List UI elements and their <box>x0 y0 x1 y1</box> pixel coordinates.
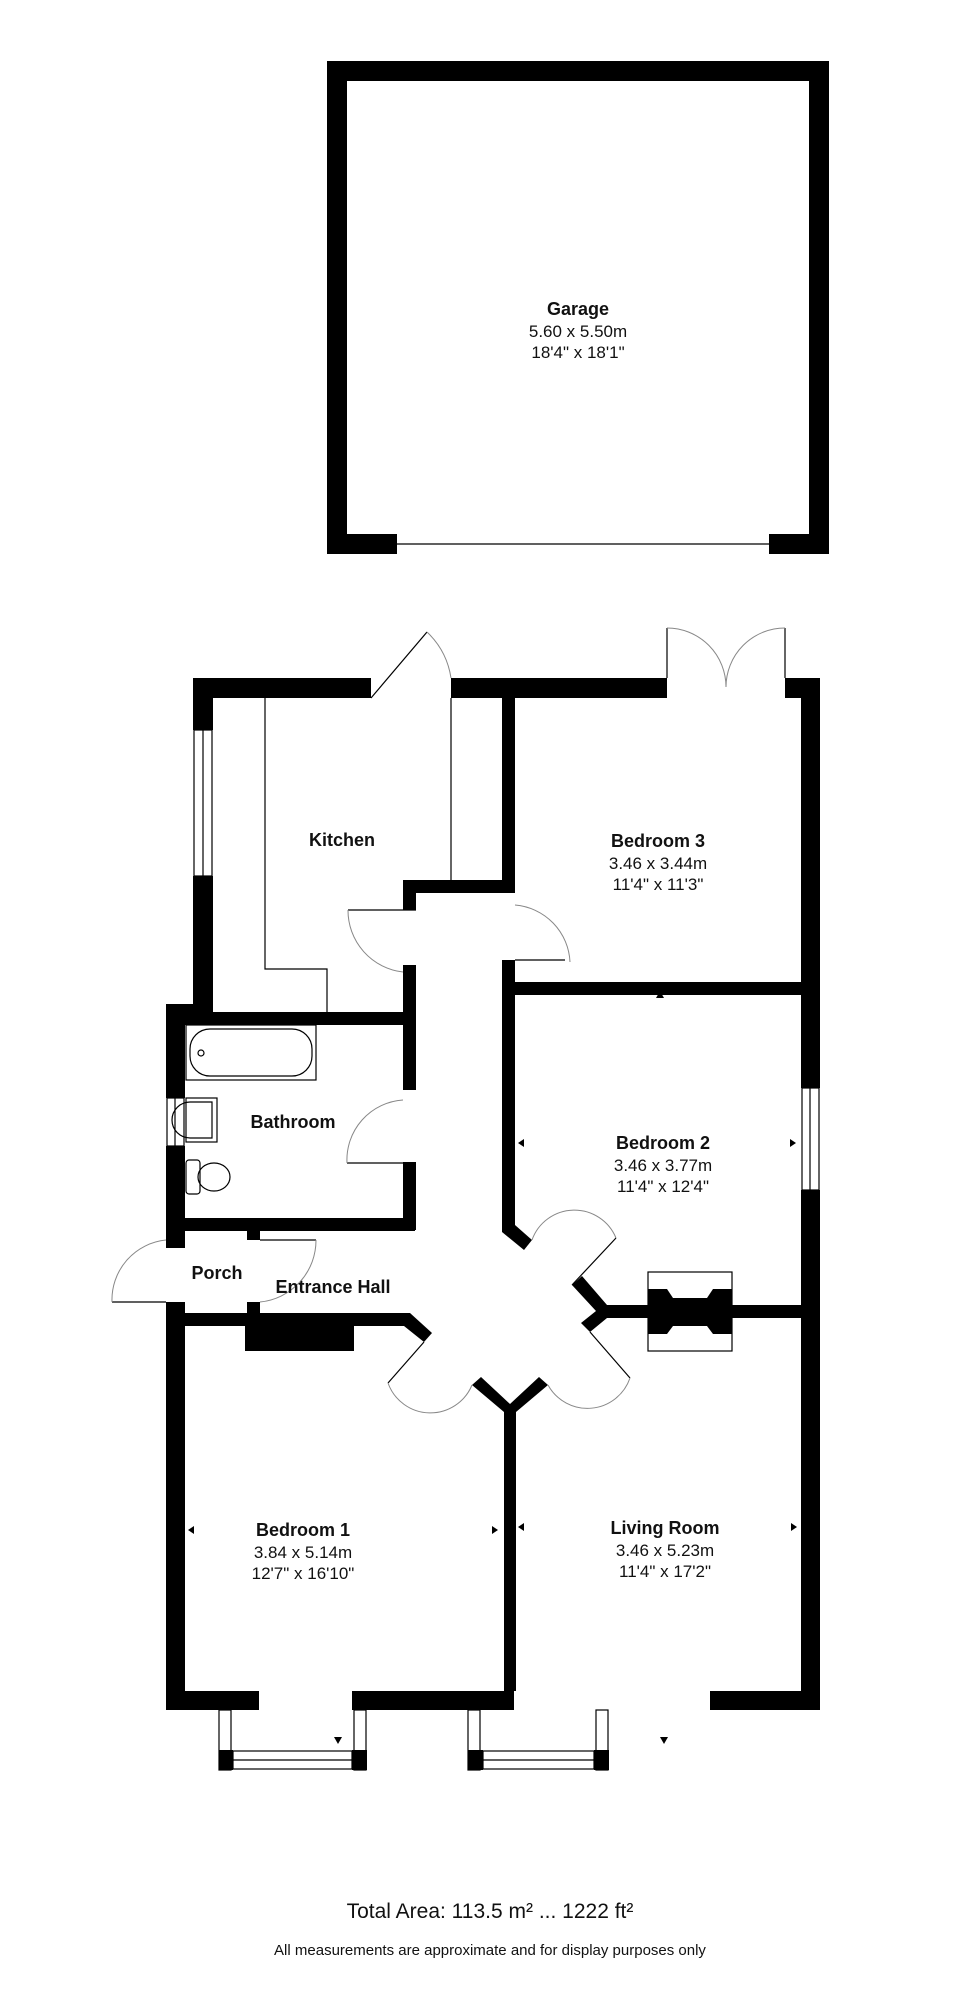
garage-walls <box>327 61 829 554</box>
room-metric: 3.46 x 3.77m <box>613 1155 713 1175</box>
room-bathroom: Bathroom <box>251 1111 336 1134</box>
room-name: Garage <box>546 299 610 319</box>
dimension-arrows <box>188 991 797 1744</box>
room-kitchen: Kitchen <box>309 829 375 852</box>
house-walls <box>166 678 820 1710</box>
room-bedroom-3: Bedroom 3 3.46 x 3.44m 11'4" x 11'3" <box>609 830 707 895</box>
room-name: Living Room <box>610 1518 720 1538</box>
room-name: Bedroom 1 <box>255 1520 351 1540</box>
room-imperial: 18'4" x 18'1" <box>531 342 625 362</box>
room-imperial: 11'4" x 11'3" <box>612 874 704 894</box>
room-imperial: 11'4" x 12'4" <box>617 1176 709 1196</box>
room-name: Porch <box>191 1263 243 1283</box>
room-name: Kitchen <box>308 830 376 850</box>
room-name: Bedroom 2 <box>615 1133 711 1153</box>
room-bedroom-1: Bedroom 1 3.84 x 5.14m 12'7" x 16'10" <box>252 1519 355 1584</box>
sink-icon <box>185 1097 218 1143</box>
room-metric: 3.46 x 3.44m <box>608 853 708 873</box>
room-imperial: 12'7" x 16'10" <box>251 1563 355 1583</box>
room-entrance-hall: Entrance Hall <box>275 1276 390 1299</box>
bathroom-fixtures <box>171 1024 317 1195</box>
total-area: Total Area: 113.5 m² ... 1222 ft² <box>346 1900 634 1923</box>
room-bedroom-2: Bedroom 2 3.46 x 3.77m 11'4" x 12'4" <box>614 1132 712 1197</box>
room-living-room: Living Room 3.46 x 5.23m 11'4" x 17'2" <box>611 1517 720 1582</box>
toilet-icon <box>185 1159 201 1195</box>
room-name: Bedroom 3 <box>610 831 706 851</box>
room-garage: Garage 5.60 x 5.50m 18'4" x 18'1" <box>529 298 627 363</box>
windows <box>166 729 820 1771</box>
room-metric: 3.46 x 5.23m <box>615 1540 715 1560</box>
room-name: Bathroom <box>250 1112 336 1132</box>
room-name: Entrance Hall <box>275 1277 391 1297</box>
room-metric: 5.60 x 5.50m <box>528 321 628 341</box>
room-porch: Porch <box>191 1262 242 1285</box>
room-imperial: 11'4" x 17'2" <box>619 1561 711 1581</box>
bathtub-icon <box>185 1024 317 1081</box>
kitchen-counters <box>264 698 452 1012</box>
disclaimer: All measurements are approximate and for… <box>274 1942 706 1959</box>
room-metric: 3.84 x 5.14m <box>253 1542 353 1562</box>
doors <box>111 627 786 1414</box>
